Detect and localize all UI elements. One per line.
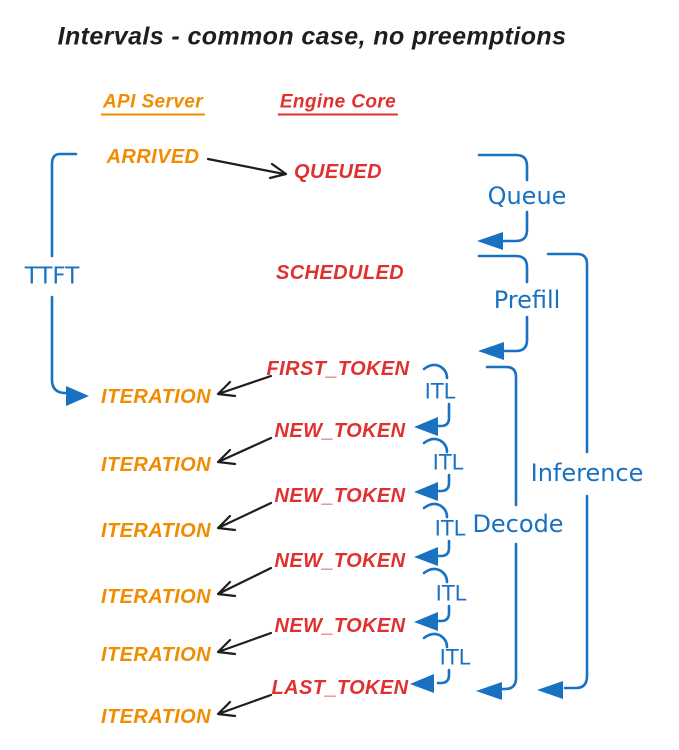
itl-arrowhead-1 — [414, 417, 438, 436]
itl-arrowhead-5 — [410, 674, 434, 693]
inference-arrowhead — [537, 681, 563, 699]
ttft-arrowhead — [66, 386, 89, 406]
event-first-token: FIRST_TOKEN — [266, 358, 410, 380]
event-iteration-6: ITERATION — [101, 706, 211, 728]
arrow-arrived-to-queued — [206, 157, 288, 180]
column-header-engine-core: Engine Core — [277, 93, 399, 116]
event-new-token-4: NEW_TOKEN — [274, 615, 406, 637]
decode-bracket-top — [485, 365, 518, 507]
prefill-bracket-top — [477, 254, 529, 284]
ttft-bracket-top — [50, 152, 78, 258]
itl-arrowhead-2 — [414, 482, 438, 501]
interval-label-ttft: TTFT — [24, 263, 80, 290]
interval-label-prefill: Prefill — [493, 286, 561, 314]
event-iteration-1: ITERATION — [101, 386, 211, 408]
event-new-token-2: NEW_TOKEN — [274, 485, 406, 507]
event-new-token-1: NEW_TOKEN — [274, 420, 406, 442]
page-title: Intervals - common case, no preemptions — [57, 22, 567, 51]
prefill-arrowhead — [478, 342, 504, 360]
interval-label-itl-1: ITL — [424, 379, 456, 404]
itl-return-line-1 — [436, 402, 451, 428]
itl-return-line-2 — [436, 473, 451, 493]
arrow-lasttoken-to-iteration — [216, 693, 273, 718]
ttft-bracket-bottom — [50, 295, 72, 395]
column-header-api-server: API Server — [100, 93, 206, 116]
itl-bracket-start-5 — [422, 632, 449, 649]
decode-bracket-bottom — [498, 542, 518, 691]
itl-bracket-start-2 — [422, 437, 449, 454]
interval-label-queue: Queue — [487, 182, 567, 210]
arrow-newtoken3-to-iteration — [216, 566, 273, 598]
event-iteration-2: ITERATION — [101, 454, 211, 476]
itl-bracket-start-4 — [422, 567, 449, 584]
itl-arrowhead-4 — [414, 612, 438, 631]
itl-return-line-4 — [436, 604, 451, 623]
interval-label-itl-2: ITL — [432, 450, 464, 475]
event-last-token: LAST_TOKEN — [271, 677, 409, 699]
arrow-newtoken2-to-iteration — [216, 501, 273, 532]
queue-bracket-top — [477, 153, 529, 182]
prefill-bracket-bottom — [502, 315, 529, 353]
interval-label-inference: Inference — [530, 459, 644, 487]
inference-bracket-bottom — [563, 494, 589, 690]
itl-bracket-start-3 — [422, 502, 449, 519]
queue-bracket-bottom — [499, 210, 529, 243]
event-arrived: ARRIVED — [106, 146, 200, 168]
event-new-token-3: NEW_TOKEN — [274, 550, 406, 572]
event-iteration-4: ITERATION — [101, 586, 211, 608]
event-iteration-5: ITERATION — [101, 644, 211, 666]
event-scheduled: SCHEDULED — [275, 262, 405, 284]
queue-arrowhead — [477, 232, 503, 250]
interval-label-itl-3: ITL — [434, 516, 466, 541]
interval-label-itl-5: ITL — [439, 645, 471, 670]
arrow-newtoken4-to-iteration — [216, 631, 273, 656]
event-iteration-3: ITERATION — [101, 520, 211, 542]
arrow-firsttoken-to-iteration — [216, 374, 273, 398]
inference-bracket-top — [546, 252, 589, 454]
itl-bracket-start-1 — [422, 363, 449, 380]
decode-arrowhead — [476, 682, 502, 700]
interval-label-decode: Decode — [472, 510, 564, 538]
itl-arrowhead-3 — [414, 547, 438, 566]
interval-label-itl-4: ITL — [435, 581, 467, 606]
event-queued: QUEUED — [294, 161, 382, 183]
arrow-newtoken1-to-iteration — [216, 436, 273, 466]
itl-return-line-3 — [436, 539, 451, 558]
itl-return-line-5 — [436, 668, 451, 685]
